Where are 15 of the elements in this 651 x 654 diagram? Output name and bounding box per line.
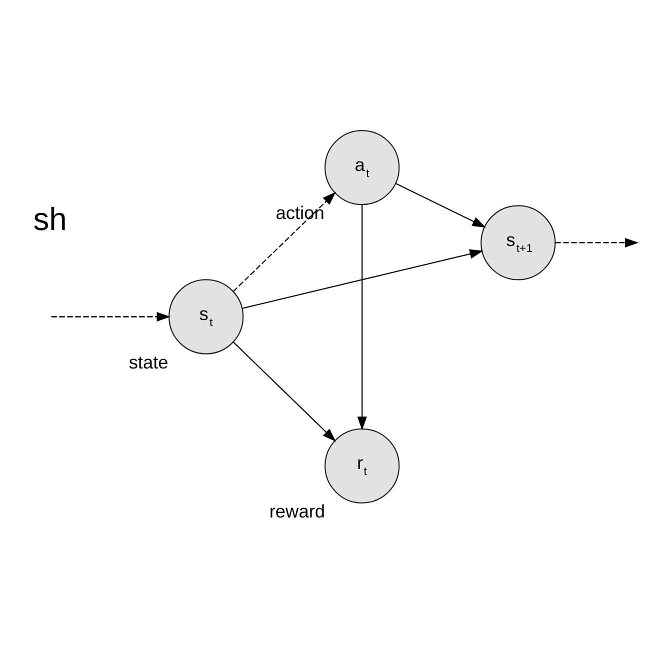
node-circle: r$_{t}$ [324, 428, 400, 504]
node-label: state [128, 352, 168, 372]
node-label: action [276, 203, 324, 224]
arrow [232, 342, 336, 442]
node-circle: s$_{t}$ [168, 279, 244, 354]
node-circle: s$_{t+1}$ [480, 205, 556, 280]
node-circle: a$_{t}$ [324, 130, 400, 206]
node-label: reward [269, 502, 326, 522]
arrow [232, 192, 336, 292]
arrow [51, 312, 170, 322]
arrow [357, 204, 367, 430]
arrow [396, 183, 486, 228]
label: sh [33, 201, 67, 238]
arrow [555, 238, 639, 248]
arrow [242, 249, 484, 309]
